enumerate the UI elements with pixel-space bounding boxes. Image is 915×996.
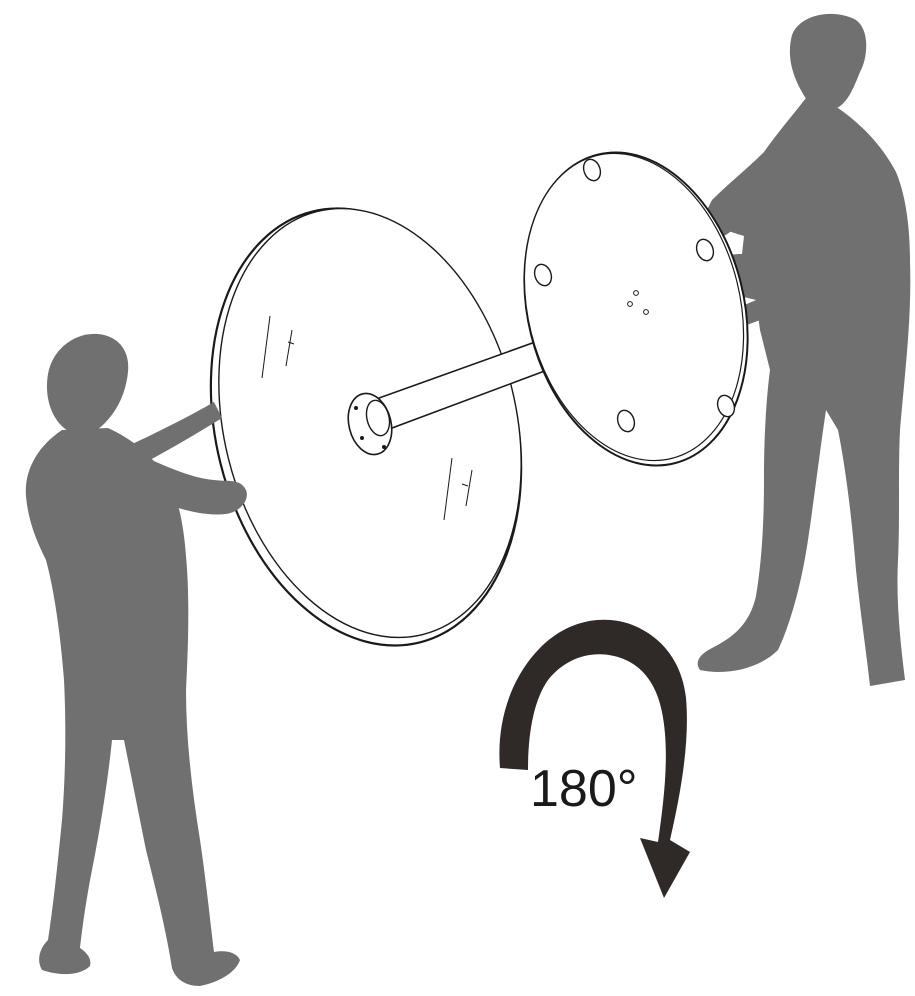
rotation-angle-label: 180° — [530, 760, 638, 818]
base-disc-face — [523, 152, 745, 462]
right-person-head — [789, 13, 867, 111]
left-person-arm — [118, 450, 247, 515]
bolt-hole — [643, 309, 649, 315]
foot-pad — [716, 394, 736, 418]
bolt-hole — [627, 301, 633, 307]
rotation-arrow: 180° — [499, 619, 690, 898]
foot-pad — [533, 263, 553, 287]
right-person-body — [697, 98, 911, 686]
foot-pad — [616, 409, 636, 433]
glare-mark — [465, 469, 473, 507]
pole-far-stub — [742, 290, 782, 326]
right-person-silhouette — [697, 13, 911, 686]
glare-mark — [287, 341, 295, 345]
left-person-silhouette — [25, 333, 247, 986]
glare-mark — [443, 457, 453, 521]
table-assembly — [209, 151, 782, 647]
screw-hole — [360, 436, 364, 440]
glare-mark — [285, 329, 293, 367]
table-column — [347, 334, 559, 456]
glare-mark — [461, 483, 469, 487]
foot-pad — [582, 158, 602, 182]
screw-hole — [382, 445, 386, 449]
left-person-body — [25, 428, 241, 986]
left-person-head — [46, 333, 129, 435]
glare-mark — [261, 315, 271, 379]
base-disc — [523, 151, 749, 467]
left-person-back-arm — [128, 402, 222, 466]
bolt-hole — [633, 290, 639, 296]
column-end-cap — [365, 399, 391, 437]
foot-pad — [695, 238, 715, 262]
right-person-arm — [699, 180, 782, 241]
screw-hole — [354, 406, 358, 410]
rotation-arrow-arc — [499, 619, 690, 898]
